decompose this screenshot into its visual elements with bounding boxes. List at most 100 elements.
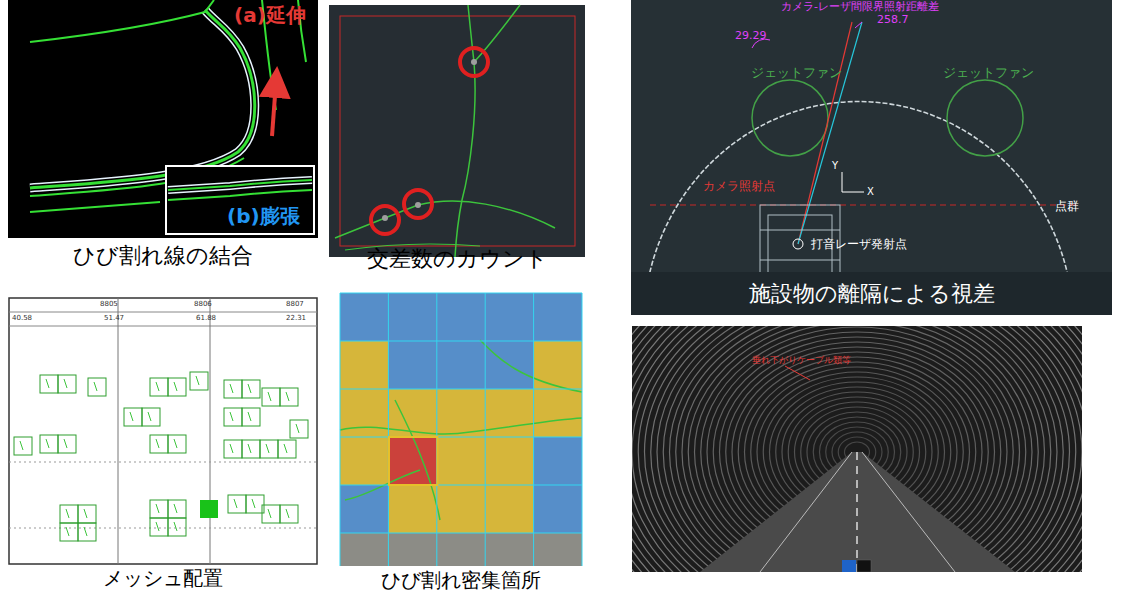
facility-label: ジェットファン — [943, 66, 1034, 80]
tunnel-cloud-panel — [438, 117, 1127, 591]
crack-segment — [286, 392, 289, 401]
dilation-inset: (b)膨張 — [165, 165, 315, 235]
crack-segment — [248, 412, 251, 421]
mesh-cell — [228, 495, 246, 513]
station-value: 22.31 — [286, 315, 306, 323]
density-cell — [388, 341, 436, 389]
mesh-cell — [168, 378, 186, 396]
crack-line — [30, 0, 214, 42]
mesh-cell — [150, 435, 168, 453]
point-cloud-ring — [638, 326, 1076, 572]
mesh-cell — [150, 518, 168, 536]
crack-segment — [252, 499, 255, 508]
crack-segment — [230, 384, 233, 393]
crack-segment — [64, 439, 67, 448]
axis-label: Y — [832, 160, 838, 171]
point-cloud-ring — [632, 326, 1082, 572]
axis-label: X — [867, 186, 874, 197]
panel-caption: ひび割れ密集箇所 — [340, 569, 582, 591]
intersection-panel: 交差数のカウント — [329, 5, 585, 277]
crack-segment — [20, 441, 23, 450]
crack-join-panel — [8, 0, 318, 238]
lane-line — [760, 452, 852, 572]
density-cell — [340, 485, 388, 533]
span-divider — [210, 298, 211, 564]
point-cloud-ring — [632, 326, 1082, 572]
facility-label: ジェットファン — [751, 66, 842, 80]
point-cloud-ring — [632, 326, 1082, 572]
area-frame — [340, 16, 575, 246]
crack-gap — [30, 10, 255, 188]
point-cloud-ring — [632, 326, 1082, 572]
crack-line — [30, 202, 160, 212]
tunnel-point-cloud — [645, 102, 1072, 300]
camera-level-line — [650, 205, 1080, 206]
crack-segment — [156, 522, 159, 531]
jet-fan — [752, 80, 828, 156]
mesh-cell — [242, 408, 260, 426]
point-cloud-ring — [657, 326, 1057, 572]
density-cell — [534, 485, 582, 533]
mesh-cell — [40, 375, 58, 393]
crack-line — [455, 5, 475, 257]
point-cloud-ring — [632, 326, 1082, 572]
crack-segment — [84, 509, 87, 518]
crack-segment — [174, 382, 177, 391]
density-cell — [485, 485, 533, 533]
point-cloud-ring — [632, 326, 1082, 572]
crack-gap — [168, 180, 312, 190]
step-label: (b)膨張 — [227, 205, 300, 227]
ruler-line — [9, 312, 317, 313]
grid-line — [340, 341, 582, 342]
leader-line — [785, 366, 810, 380]
crack-segment — [284, 444, 287, 453]
crack-segment — [174, 522, 177, 531]
mesh-cell — [40, 435, 58, 453]
crack-segment — [46, 379, 49, 388]
mesh-cell — [242, 440, 260, 458]
grid-line — [340, 293, 582, 294]
span-number: 8805 — [100, 301, 118, 309]
grid-line — [388, 293, 389, 566]
point-cloud-ring — [663, 326, 1051, 572]
grid-line — [533, 293, 534, 566]
crack-line — [335, 201, 555, 238]
crack-segment — [130, 412, 133, 421]
parallax-panel: カメラ-レーザ間限界照射距離差258.729.29ジェットファンジェットファンカ… — [631, 0, 1112, 315]
mesh-cell — [168, 500, 186, 518]
grid-line — [485, 293, 486, 566]
density-cell — [437, 341, 485, 389]
parallax-panel — [631, 0, 1112, 315]
mesh-cell — [280, 388, 298, 406]
crack-segment — [286, 509, 289, 518]
density-cell — [534, 389, 582, 437]
density-cell — [534, 341, 582, 389]
vehicle-frame — [760, 260, 840, 261]
point-cloud-ring — [632, 326, 1082, 572]
point-cloud-ring — [632, 326, 1082, 572]
crack-segment — [174, 439, 177, 448]
extend-arrow — [272, 82, 276, 136]
crack-segment — [230, 444, 233, 453]
panel-caption: 施設物の離隔による視差 — [631, 282, 1112, 306]
panel-ground — [329, 5, 585, 257]
point-cloud-ring — [632, 326, 1082, 572]
crack-line — [480, 340, 582, 392]
station-value: 40.58 — [12, 315, 32, 323]
crack-segment — [268, 392, 271, 401]
mesh-cell — [58, 435, 76, 453]
panel-caption: 交差数のカウント — [329, 247, 585, 271]
crack-segment — [268, 509, 271, 518]
point-label: 点群 — [1055, 200, 1079, 213]
mesh-cell — [78, 505, 96, 523]
point-cloud-ring — [632, 326, 1082, 572]
density-cell — [388, 293, 436, 341]
point-cloud-ring — [632, 326, 1082, 572]
mesh-cell — [150, 500, 168, 518]
axis-x — [842, 192, 864, 193]
point-cloud-ring — [632, 326, 1082, 572]
point-cloud-ring — [632, 326, 1082, 572]
crack-line — [168, 190, 312, 200]
lane-line — [856, 452, 858, 572]
